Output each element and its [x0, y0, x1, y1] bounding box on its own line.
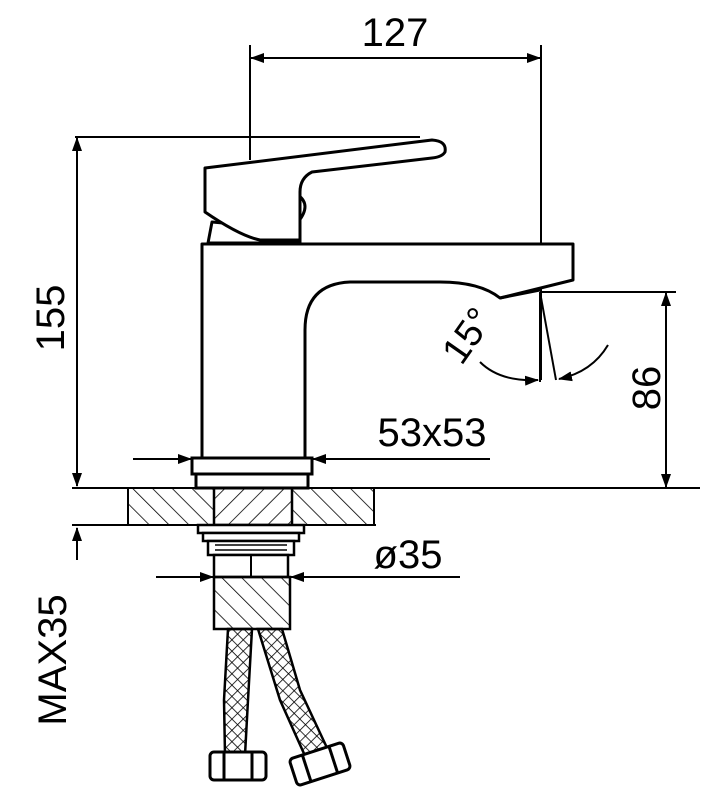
label-155: 155	[29, 285, 73, 352]
faucet-base-ring	[194, 472, 310, 490]
faucet-base-plate	[190, 456, 314, 476]
label-angle-15: 15°	[434, 301, 501, 372]
dimension-spout-height-86	[540, 291, 676, 488]
label-max35: MAX35	[31, 594, 75, 725]
supply-hoses	[222, 627, 330, 760]
faucet-body	[200, 242, 575, 460]
mounting-shank	[196, 486, 306, 631]
label-diameter-35: ø35	[374, 533, 443, 577]
label-127: 127	[362, 11, 429, 55]
dimension-height-155	[72, 136, 420, 487]
label-53x53: 53x53	[378, 411, 487, 455]
faucet-handle	[203, 138, 447, 245]
dimension-max-35	[72, 524, 210, 560]
hose-fittings	[208, 741, 352, 787]
countertop-section	[72, 487, 376, 526]
label-86: 86	[625, 366, 669, 411]
angle-indicator-15	[479, 291, 609, 386]
